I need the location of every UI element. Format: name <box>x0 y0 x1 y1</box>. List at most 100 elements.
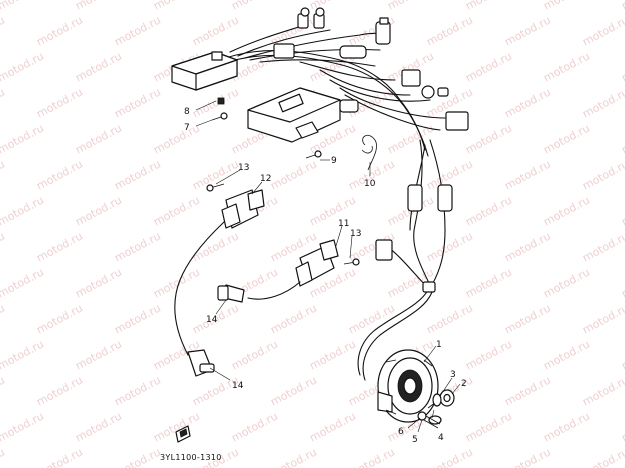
watermark-text: motod.ru <box>268 301 319 336</box>
watermark-text: motod.ru <box>0 0 46 13</box>
watermark-text: motod.ru <box>463 49 514 84</box>
callout-10: 10 <box>364 179 376 189</box>
watermark-text: motod.ru <box>580 229 625 264</box>
watermark-text: motod.ru <box>502 157 553 192</box>
callout-2: 2 <box>461 379 467 389</box>
callout-1: 1 <box>436 340 442 350</box>
watermark-text: motod.ru <box>112 445 163 468</box>
callout-9: 9 <box>331 156 337 166</box>
watermark-text: motod.ru <box>619 121 625 156</box>
harness-connectors <box>273 7 469 293</box>
watermark-text: motod.ru <box>229 337 280 372</box>
watermark-text: motod.ru <box>502 13 553 48</box>
callout-5: 5 <box>412 435 418 445</box>
watermark-text: motod.ru <box>307 193 358 228</box>
watermark-text: motod.ru <box>73 409 124 444</box>
watermark-text: motod.ru <box>0 301 7 336</box>
watermark-text: motod.ru <box>307 0 358 13</box>
watermark-text: motod.ru <box>0 445 7 468</box>
wire-harness <box>219 24 446 381</box>
callout-14-lower: 14 <box>232 381 244 391</box>
watermark-text: motod.ru <box>34 229 85 264</box>
watermark-text: motod.ru <box>463 337 514 372</box>
watermark-text: motod.ru <box>268 157 319 192</box>
watermark-text: motod.ru <box>151 193 202 228</box>
watermark-text: motod.ru <box>0 337 46 372</box>
watermark-text: motod.ru <box>73 337 124 372</box>
watermark-text: motod.ru <box>229 0 280 13</box>
watermark-text: motod.ru <box>151 121 202 156</box>
watermark-text: motod.ru <box>73 121 124 156</box>
watermark-text: motod.ru <box>0 265 46 300</box>
callout-13-right: 13 <box>350 229 361 239</box>
drawing-code: 3YL1100-1310 <box>160 453 222 462</box>
watermark-text: motod.ru <box>229 409 280 444</box>
watermark-text: motod.ru <box>619 265 625 300</box>
watermark-text: motod.ru <box>541 265 592 300</box>
watermark-text: motod.ru <box>0 373 7 408</box>
watermark-text: motod.ru <box>463 121 514 156</box>
watermark-text: motod.ru <box>424 229 475 264</box>
watermark-text: motod.ru <box>34 157 85 192</box>
watermark-text: motod.ru <box>190 229 241 264</box>
watermark-text: motod.ru <box>580 13 625 48</box>
stator-assembly <box>377 349 439 423</box>
ignition-coil-left <box>174 189 265 356</box>
watermark-text: motod.ru <box>463 0 514 13</box>
watermark-text: motod.ru <box>0 121 46 156</box>
bracket-icon <box>175 425 191 443</box>
watermark-text: motod.ru <box>619 193 625 228</box>
watermark-text: motod.ru <box>0 49 46 84</box>
watermark-text: motod.ru <box>34 13 85 48</box>
cdi-unit <box>171 51 238 91</box>
watermark-text: motod.ru <box>502 445 553 468</box>
watermark-text: motod.ru <box>385 0 436 13</box>
ignition-coil-right <box>247 239 339 300</box>
watermark-text: motod.ru <box>190 85 241 120</box>
watermark-text: motod.ru <box>112 301 163 336</box>
watermark-text: motod.ru <box>34 301 85 336</box>
watermark-text: motod.ru <box>268 445 319 468</box>
spark-plug-caps <box>187 284 245 377</box>
leader-lines <box>195 100 461 433</box>
watermark-text: motod.ru <box>73 193 124 228</box>
watermark-text: motod.ru <box>502 373 553 408</box>
watermark-text: motod.ru <box>541 49 592 84</box>
watermark-text: motod.ru <box>463 409 514 444</box>
watermark-text: motod.ru <box>73 265 124 300</box>
watermark-text: motod.ru <box>541 337 592 372</box>
callout-12: 12 <box>260 174 271 184</box>
callout-13-left: 13 <box>238 163 249 173</box>
watermark-text: motod.ru <box>346 301 397 336</box>
watermark-text: motod.ru <box>580 301 625 336</box>
watermark-text: motod.ru <box>424 13 475 48</box>
watermark-text: motod.ru <box>190 13 241 48</box>
watermark-text: motod.ru <box>268 373 319 408</box>
watermark-text: motod.ru <box>502 229 553 264</box>
watermark-text: motod.ru <box>307 337 358 372</box>
watermark-text: motod.ru <box>190 157 241 192</box>
watermark-text: motod.ru <box>502 85 553 120</box>
watermark-text: motod.ru <box>34 85 85 120</box>
rectifier-unit <box>247 87 341 143</box>
watermark-text: motod.ru <box>541 121 592 156</box>
watermark-text: motod.ru <box>73 49 124 84</box>
watermark-text: motod.ru <box>541 0 592 13</box>
watermark-text: motod.ru <box>580 157 625 192</box>
watermark-text: motod.ru <box>424 445 475 468</box>
watermark-text: motod.ru <box>541 409 592 444</box>
watermark-text: motod.ru <box>424 301 475 336</box>
watermark-text: motod.ru <box>619 0 625 13</box>
callout-3: 3 <box>450 370 456 380</box>
watermark-text: motod.ru <box>307 409 358 444</box>
watermark-text: motod.ru <box>73 0 124 13</box>
callout-4: 4 <box>438 433 444 443</box>
watermark-text: motod.ru <box>0 229 7 264</box>
watermark-text: motod.ru <box>463 193 514 228</box>
watermark-text: motod.ru <box>385 121 436 156</box>
watermark-text: motod.ru <box>463 265 514 300</box>
watermark-text: motod.ru <box>0 193 46 228</box>
watermark-text: motod.ru <box>112 13 163 48</box>
